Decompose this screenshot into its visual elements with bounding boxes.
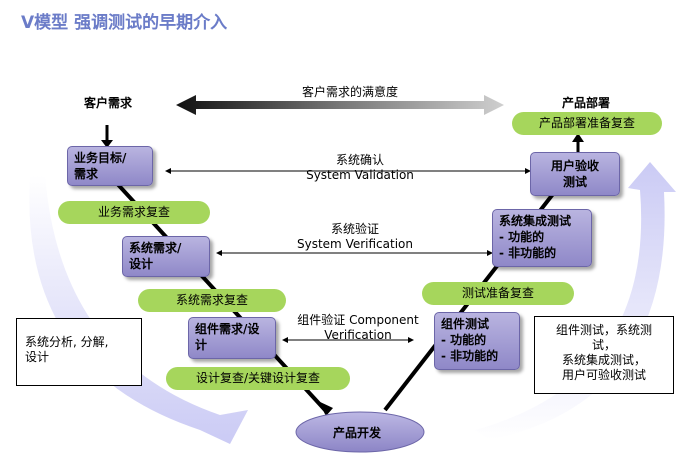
node-sys-int-test: 系统集成测试 - 功能的 - 非功能的 <box>492 209 592 267</box>
node-sys-int-test-line3: - 非功能的 <box>499 246 557 260</box>
node-sys-req-line2: 设计 <box>129 257 154 271</box>
customer-req-label: 客户需求 <box>84 96 133 110</box>
right-note-line2: 试， <box>591 338 616 352</box>
comp-verification-label-line1: 组件验证 Component <box>297 313 419 327</box>
test-prep-review-pill: 测试准备复查 <box>422 282 574 305</box>
design-review-pill: 设计复查/关键设计复查 <box>166 367 350 390</box>
biz-review-pill: 业务需求复查 <box>58 201 210 224</box>
satisfaction-label: 客户需求的满意度 <box>302 85 399 99</box>
validation-label-en: System Validation <box>306 168 414 182</box>
product-dev-ellipse <box>295 411 425 453</box>
left-note-box: 系统分析, 分解, 设计 <box>16 318 142 386</box>
satisfaction-arrow <box>176 95 504 115</box>
node-biz-goal-line1: 业务目标/ <box>74 151 127 165</box>
sys-review-pill: 系统需求复查 <box>138 289 286 312</box>
node-comp-req-line1: 组件需求/设 <box>195 322 260 336</box>
node-uat-line1: 用户验收 <box>550 159 599 173</box>
node-sys-int-test-line2: - 功能的 <box>499 230 545 244</box>
node-biz-goal-line2: 需求 <box>74 167 99 181</box>
deploy-review-pill: 产品部署准备复查 <box>512 112 662 135</box>
right-note-line3: 系统集成测试， <box>561 353 646 367</box>
node-sys-req-line1: 系统需求/ <box>129 241 182 255</box>
left-note-line1: 系统分析, 分解, <box>25 335 109 349</box>
verification-label-en: System Verification <box>297 237 413 251</box>
comp-verification-label-line2: Verification <box>324 328 392 342</box>
node-comp-test-line3: - 非功能的 <box>441 349 499 363</box>
page-title: V模型 强调测试的早期介入 <box>21 13 228 33</box>
right-note-line4: 用户可验收测试 <box>561 368 646 382</box>
node-comp-req: 组件需求/设 计 <box>188 317 276 359</box>
verification-label: 系统验证 System Verification <box>285 220 425 251</box>
left-note-line2: 设计 <box>25 350 50 364</box>
product-deploy-label: 产品部署 <box>562 96 611 110</box>
verification-label-cn: 系统验证 <box>330 222 379 236</box>
node-comp-req-line2: 计 <box>195 338 208 352</box>
node-uat-line2: 测试 <box>562 175 587 189</box>
node-biz-goal: 业务目标/ 需求 <box>67 146 153 186</box>
node-comp-test-line2: - 功能的 <box>441 333 487 347</box>
node-sys-int-test-line1: 系统集成测试 <box>499 214 572 228</box>
comp-verification-label: 组件验证 Component Verification <box>283 311 433 342</box>
node-sys-req: 系统需求/ 设计 <box>122 236 210 277</box>
validation-label-cn: 系统确认 <box>335 153 384 167</box>
node-comp-test-line1: 组件测试 <box>441 317 490 331</box>
validation-label: 系统确认 System Validation <box>290 151 430 182</box>
product-dev-label: 产品开发 <box>333 426 382 440</box>
right-note-box: 组件测试，系统测 试， 系统集成测试， 用户可验收测试 <box>534 316 674 394</box>
node-uat: 用户验收 测试 <box>530 152 620 196</box>
node-comp-test: 组件测试 - 功能的 - 非功能的 <box>434 312 520 370</box>
left-arc-arrow <box>29 175 248 444</box>
right-note-line1: 组件测试，系统测 <box>555 323 652 337</box>
